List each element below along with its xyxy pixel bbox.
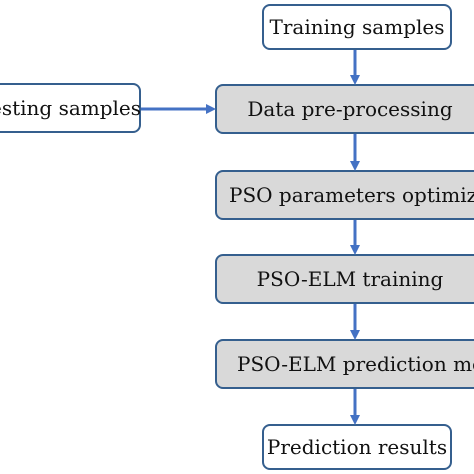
- testing-samples-node: esting samples: [0, 83, 141, 133]
- training-samples-label: Training samples: [269, 15, 445, 39]
- pso-optimization-node: PSO parameters optimizatio: [215, 170, 474, 220]
- pso-elm-prediction-node: PSO-ELM prediction mode: [215, 339, 474, 389]
- testing-samples-label: esting samples: [0, 96, 142, 120]
- training-samples-node: Training samples: [262, 4, 452, 50]
- data-preprocessing-node: Data pre-processing: [215, 84, 474, 134]
- pso-elm-training-label: PSO-ELM training: [256, 267, 444, 291]
- pso-elm-prediction-label: PSO-ELM prediction mode: [237, 352, 474, 376]
- prediction-results-node: Prediction results: [262, 424, 452, 470]
- pso-elm-training-node: PSO-ELM training: [215, 254, 474, 304]
- data-preprocessing-label: Data pre-processing: [247, 97, 453, 121]
- pso-optimization-label: PSO parameters optimizatio: [229, 183, 474, 207]
- prediction-results-label: Prediction results: [266, 435, 448, 459]
